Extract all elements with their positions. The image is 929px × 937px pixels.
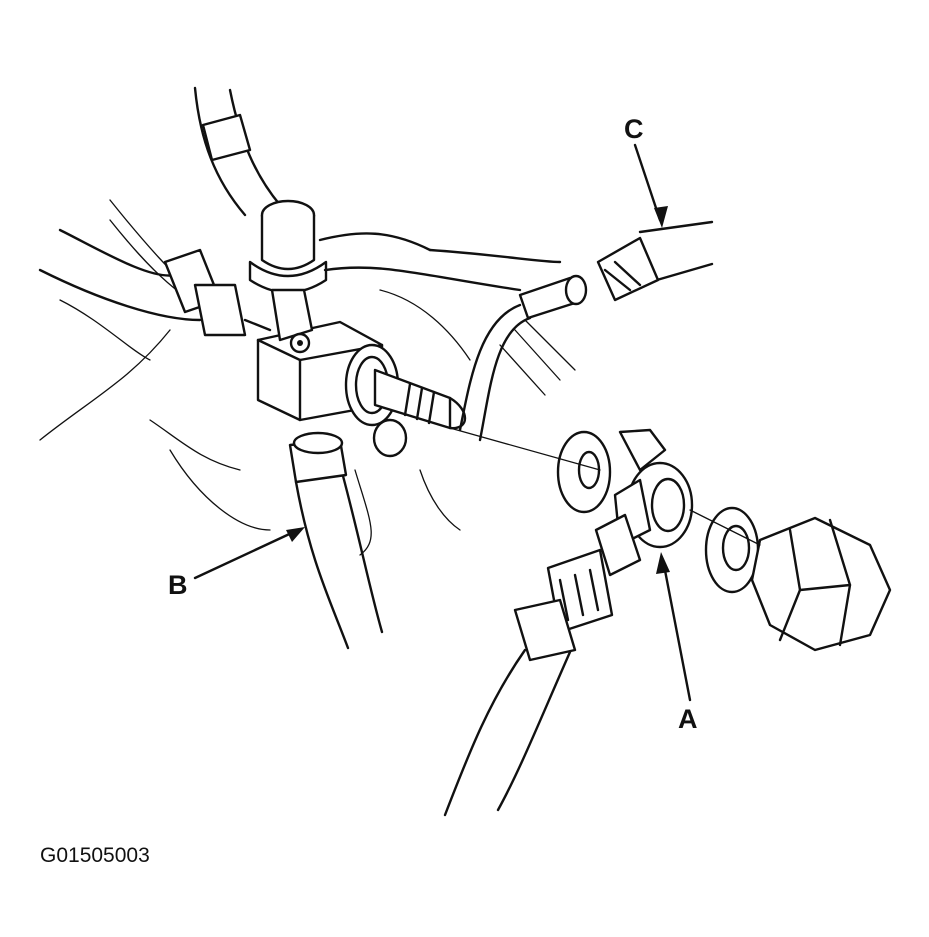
upper-hose bbox=[193, 86, 282, 217]
hose-b bbox=[288, 431, 384, 650]
cap-nut bbox=[750, 516, 892, 652]
banjo-bolt bbox=[344, 343, 467, 458]
leader-arrows bbox=[193, 143, 761, 702]
banjo-fitting-a bbox=[443, 428, 694, 817]
left-hose bbox=[38, 228, 272, 337]
hose-c bbox=[596, 220, 714, 302]
figure-code: G01505003 bbox=[40, 844, 150, 867]
label-a: A bbox=[678, 704, 698, 734]
label-b: B bbox=[168, 570, 188, 600]
label-c: C bbox=[624, 114, 644, 144]
sealing-washers bbox=[556, 430, 760, 594]
engine-background-lines bbox=[39, 199, 576, 556]
